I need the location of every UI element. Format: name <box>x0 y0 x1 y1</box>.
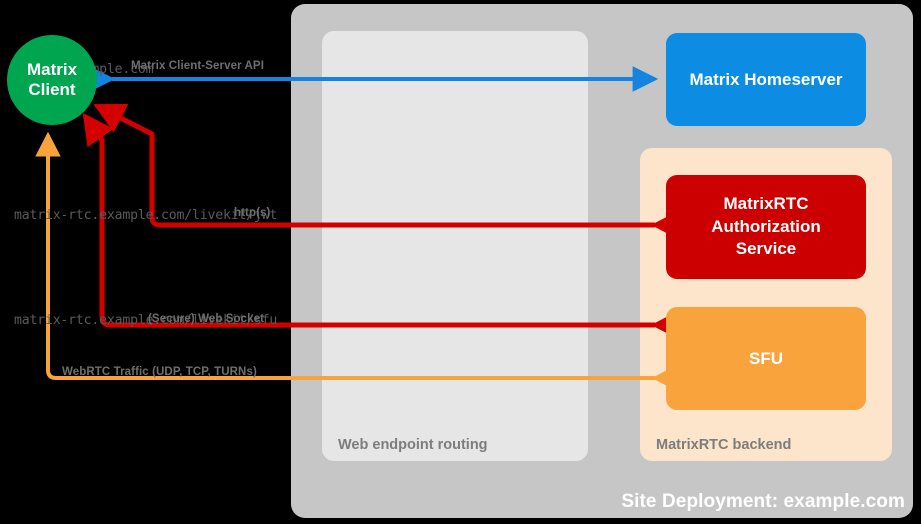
node-matrix-homeserver-label: Matrix Homeserver <box>689 69 843 89</box>
connection-label-matrix-client-server-api: Matrix Client-Server API <box>131 60 264 72</box>
node-matrix-client-line1: Matrix <box>26 59 78 79</box>
connection-webrtc-traffic <box>35 131 677 391</box>
connection-label-secure-web-socket: (Secure) Web Socket <box>148 313 265 325</box>
node-matrix-client[interactable]: Matrix Client <box>7 35 97 125</box>
node-sfu[interactable]: SFU <box>666 307 866 410</box>
node-matrix-client-line2: Client <box>28 80 76 99</box>
node-matrixrtc-auth-line2: Authorization <box>711 216 821 236</box>
web-endpoint-routing-label: Web endpoint routing <box>338 437 488 453</box>
site-deployment-label: Site Deployment: example.com <box>621 491 905 512</box>
matrixrtc-backend-label: MatrixRTC backend <box>656 437 792 453</box>
node-matrixrtc-authorization-service[interactable]: MatrixRTC Authorization Service <box>666 175 866 279</box>
connection-label-webrtc-traffic: WebRTC Traffic (UDP, TCP, TURNs) <box>62 366 257 378</box>
endpoint-url-livekit-sfu: matrix-rtc.example.com/livekit/sfu <box>14 313 278 328</box>
connection-label-http-s: http(s) <box>234 207 271 219</box>
node-matrixrtc-auth-line3: Service <box>735 239 797 259</box>
node-matrix-homeserver[interactable]: Matrix Homeserver <box>666 33 866 126</box>
node-matrixrtc-auth-line1: MatrixRTC <box>723 194 809 214</box>
node-sfu-label: SFU <box>749 348 783 368</box>
endpoint-url-livekit-jwt: matrix-rtc.example.com/livekit/jwt <box>14 208 278 223</box>
